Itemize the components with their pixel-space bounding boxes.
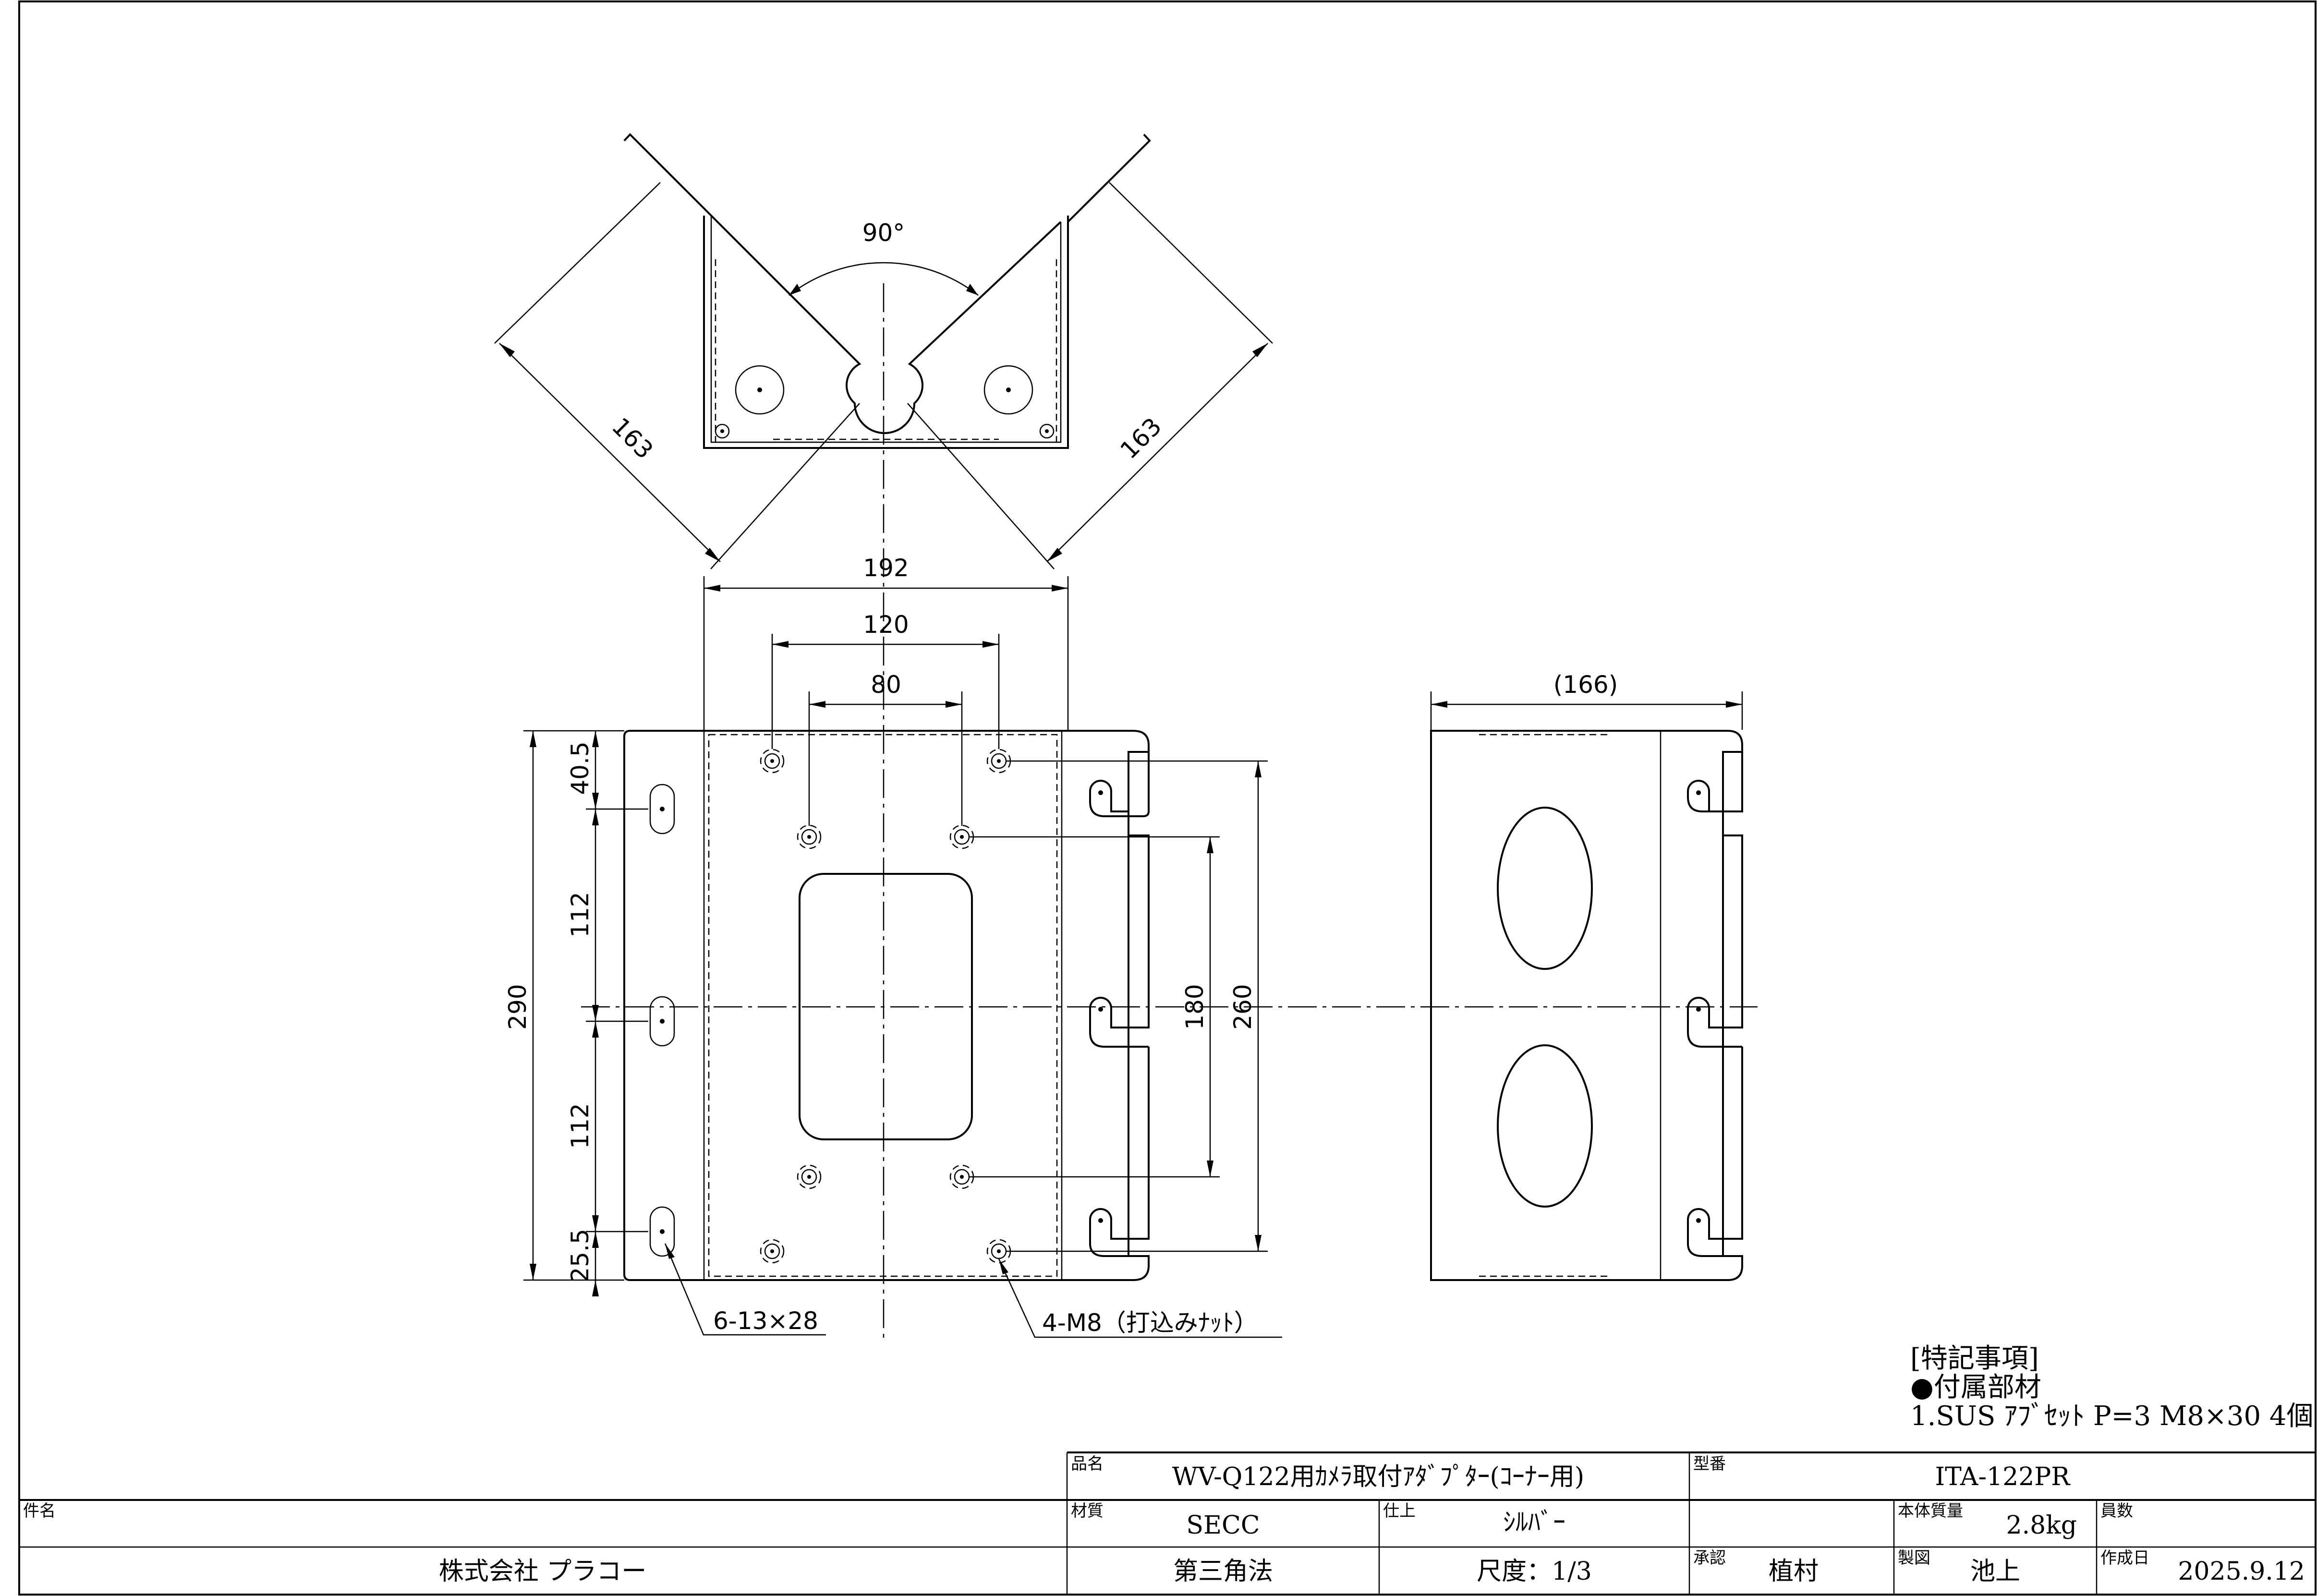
- front-view: [523, 576, 1758, 1338]
- label-weight: 本体質量: [1898, 1501, 1963, 1521]
- label-material: 材質: [1071, 1501, 1104, 1521]
- label-quantity: 員数: [2100, 1501, 2133, 1521]
- product-name: WV-Q122用ｶﾒﾗ取付ｱﾀﾞﾌﾟﾀｰ(ｺｰﾅｰ用): [1172, 1463, 1584, 1491]
- dim-180: 180: [1181, 984, 1209, 1029]
- date: 2025.9.12: [2178, 1557, 2305, 1586]
- callout-nuts: 4-M8（打込みﾅｯﾄ）: [1042, 1309, 1258, 1337]
- label-model: 型番: [1693, 1454, 1726, 1474]
- drawn-by: 池上: [1970, 1557, 2020, 1586]
- weight: 2.8kg: [2006, 1511, 2077, 1540]
- dim-166: (166): [1553, 671, 1618, 699]
- side-view: [1430, 691, 1743, 1281]
- dim-80: 80: [871, 671, 901, 699]
- dim-112-top: 112: [566, 892, 594, 937]
- dim-290: 290: [504, 984, 532, 1029]
- model-number: ITA-122PR: [1935, 1463, 2071, 1491]
- label-subject: 件名: [23, 1501, 56, 1521]
- dim-260: 260: [1229, 984, 1257, 1029]
- finish: ｼﾙﾊﾞｰ: [1503, 1508, 1565, 1537]
- special-notes: [特記事項] ●付属部材 1.SUS ｱﾌﾞｾｯﾄ P=3 M8×30 4個: [1910, 1343, 2314, 1432]
- dim-angle-90: 90°: [862, 219, 905, 247]
- material: SECC: [1186, 1511, 1260, 1540]
- label-product-name: 品名: [1071, 1454, 1104, 1474]
- dim-192: 192: [863, 554, 909, 582]
- projection-method: 第三角法: [1173, 1557, 1273, 1586]
- notes-item-1: 1.SUS ｱﾌﾞｾｯﾄ P=3 M8×30 4個: [1910, 1401, 2314, 1432]
- dim-112-bottom: 112: [566, 1103, 594, 1149]
- label-finish: 仕上: [1383, 1501, 1416, 1521]
- title-block: 品名 WV-Q122用ｶﾒﾗ取付ｱﾀﾞﾌﾟﾀｰ(ｺｰﾅｰ用) 型番 ITA-12…: [19, 1451, 2316, 1595]
- dim-40-5: 40.5: [566, 741, 594, 795]
- label-approved: 承認: [1693, 1548, 1726, 1568]
- dim-25-5: 25.5: [566, 1229, 594, 1282]
- approved-by: 植村: [1769, 1557, 1819, 1586]
- notes-title: [特記事項]: [1910, 1343, 2039, 1374]
- callout-slots: 6-13×28: [713, 1307, 818, 1335]
- sheet-frame: [18, 0, 2317, 1596]
- scale: 尺度：1/3: [1477, 1557, 1592, 1586]
- notes-accessories: ●付属部材: [1910, 1372, 2041, 1403]
- top-view: [494, 133, 1273, 1340]
- dim-163-right: 163: [1115, 412, 1167, 464]
- company-name: 株式会社 プラコー: [439, 1557, 647, 1586]
- label-date: 作成日: [2100, 1548, 2149, 1568]
- dim-120: 120: [863, 611, 909, 639]
- label-drawn: 製図: [1898, 1548, 1930, 1568]
